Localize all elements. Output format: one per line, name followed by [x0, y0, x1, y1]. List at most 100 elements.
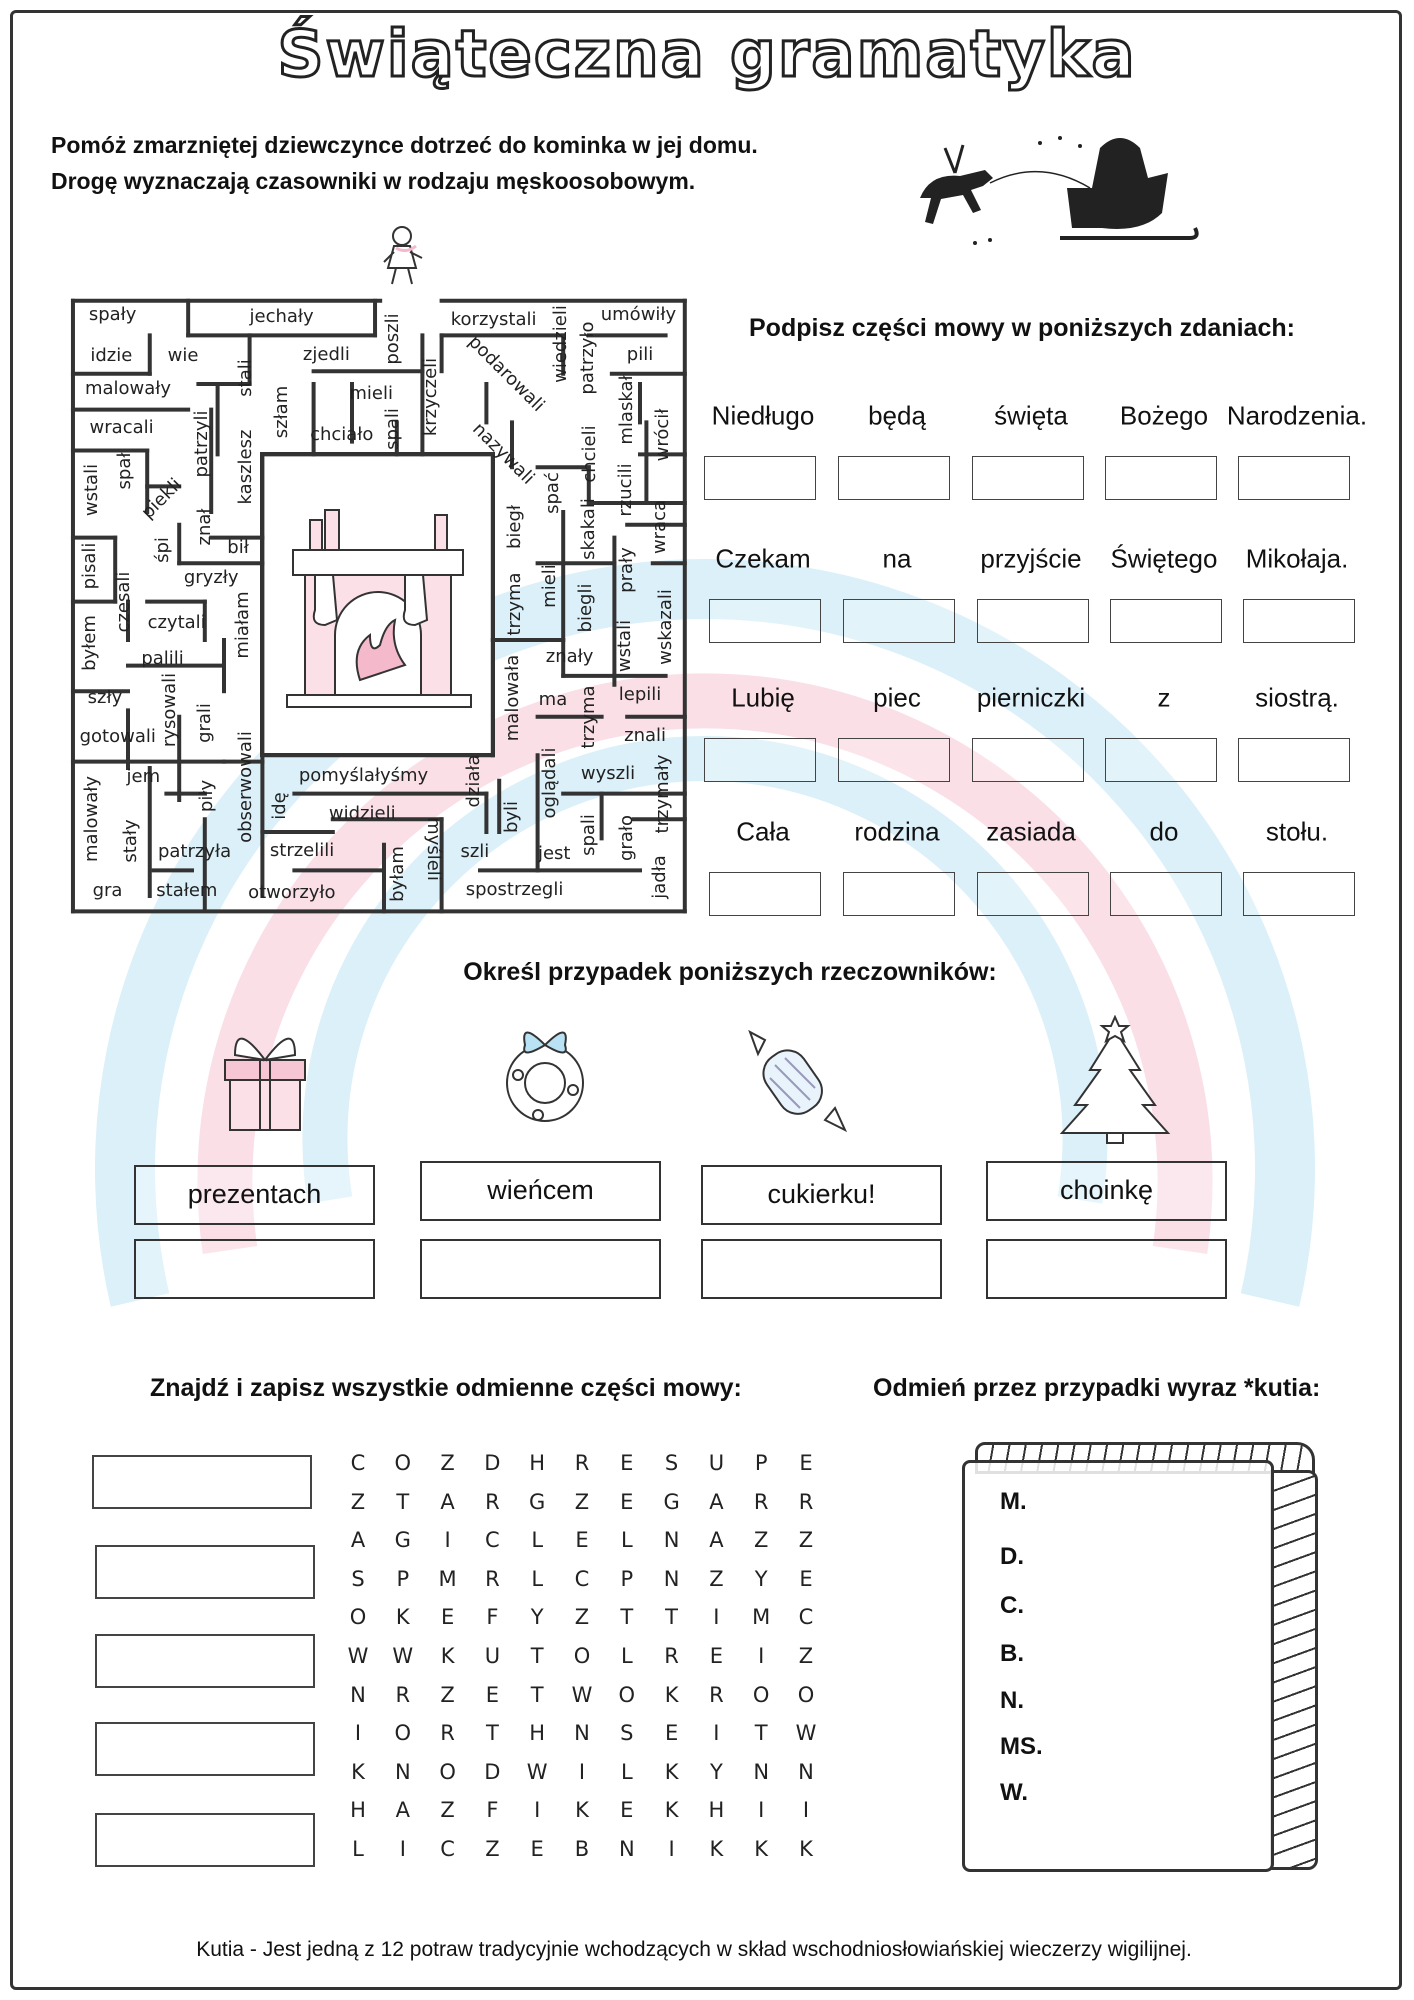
grid-letter[interactable]: P	[754, 1451, 768, 1475]
grid-letter[interactable]: I	[713, 1605, 720, 1630]
grid-letter[interactable]: O	[439, 1759, 456, 1784]
part-of-speech-input[interactable]	[709, 872, 821, 916]
answer-box-1[interactable]	[92, 1455, 312, 1509]
grid-letter[interactable]: O	[752, 1682, 770, 1707]
grid-letter[interactable]: R	[485, 1489, 500, 1514]
grid-letter[interactable]: T	[530, 1682, 544, 1707]
grid-letter[interactable]: Y	[530, 1605, 544, 1630]
grid-letter[interactable]: M	[752, 1605, 771, 1630]
grid-letter[interactable]: E	[799, 1566, 813, 1591]
grid-letter[interactable]: N	[394, 1759, 411, 1784]
grid-letter[interactable]: I	[399, 1837, 406, 1861]
grid-letter[interactable]: O	[797, 1682, 815, 1707]
grid-letter[interactable]: E	[620, 1451, 634, 1475]
grid-letter[interactable]: D	[484, 1759, 501, 1784]
case-input[interactable]	[134, 1239, 375, 1299]
part-of-speech-input[interactable]	[709, 599, 821, 643]
answer-box-5[interactable]	[95, 1813, 315, 1867]
grid-letter[interactable]: R	[664, 1644, 679, 1668]
grid-letter[interactable]: K	[440, 1644, 455, 1668]
grid-letter[interactable]: K	[395, 1605, 410, 1630]
grid-letter[interactable]: N	[798, 1759, 814, 1784]
grid-letter[interactable]: R	[753, 1489, 769, 1514]
grid-letter[interactable]: Z	[440, 1451, 455, 1475]
grid-letter[interactable]: P	[396, 1566, 410, 1591]
grid-letter[interactable]: C	[350, 1451, 366, 1475]
grid-letter[interactable]: P	[620, 1566, 634, 1591]
grid-letter[interactable]: R	[485, 1566, 500, 1591]
part-of-speech-input[interactable]	[972, 738, 1084, 782]
grid-letter[interactable]: N	[350, 1682, 366, 1707]
grid-letter[interactable]: I	[758, 1644, 765, 1668]
answer-box-2[interactable]	[95, 1545, 315, 1599]
grid-letter[interactable]: H	[529, 1721, 546, 1746]
grid-letter[interactable]: T	[485, 1721, 499, 1746]
grid-letter[interactable]: O	[394, 1451, 412, 1475]
grid-letter[interactable]: O	[573, 1644, 591, 1668]
part-of-speech-input[interactable]	[704, 738, 816, 782]
part-of-speech-input[interactable]	[977, 872, 1089, 916]
part-of-speech-input[interactable]	[1105, 738, 1217, 782]
grid-letter[interactable]: I	[713, 1721, 720, 1746]
grid-letter[interactable]: M	[438, 1566, 457, 1591]
grid-letter[interactable]: L	[531, 1528, 544, 1553]
grid-letter[interactable]: O	[349, 1605, 367, 1630]
grid-letter[interactable]: T	[530, 1644, 544, 1668]
grid-letter[interactable]: A	[350, 1528, 366, 1553]
grid-letter[interactable]: K	[575, 1798, 589, 1823]
grid-letter[interactable]: K	[664, 1759, 679, 1784]
grid-letter[interactable]: H	[529, 1451, 546, 1475]
grid-letter[interactable]: K	[664, 1798, 679, 1823]
grid-letter[interactable]: U	[484, 1644, 501, 1668]
grid-letter[interactable]: F	[486, 1605, 499, 1630]
part-of-speech-input[interactable]	[1110, 599, 1222, 643]
grid-letter[interactable]: Y	[709, 1759, 723, 1784]
grid-letter[interactable]: C	[574, 1566, 590, 1591]
grid-letter[interactable]: N	[663, 1528, 680, 1553]
grid-letter[interactable]: T	[396, 1489, 410, 1514]
grid-letter[interactable]: I	[802, 1798, 810, 1823]
grid-letter[interactable]: I	[758, 1798, 765, 1823]
grid-letter[interactable]: N	[618, 1837, 635, 1861]
part-of-speech-input[interactable]	[1243, 599, 1355, 643]
part-of-speech-input[interactable]	[1243, 872, 1355, 916]
grid-letter[interactable]: C	[798, 1605, 814, 1630]
grid-letter[interactable]: A	[709, 1528, 724, 1553]
grid-letter[interactable]: E	[620, 1798, 634, 1823]
part-of-speech-input[interactable]	[1110, 872, 1222, 916]
grid-letter[interactable]: E	[709, 1644, 724, 1668]
grid-letter[interactable]: E	[485, 1682, 500, 1707]
grid-letter[interactable]: R	[709, 1682, 724, 1707]
case-input[interactable]	[701, 1239, 942, 1299]
grid-letter[interactable]: N	[574, 1721, 590, 1746]
grid-letter[interactable]: K	[754, 1837, 769, 1861]
grid-letter[interactable]: S	[351, 1566, 365, 1591]
grid-letter[interactable]: K	[664, 1682, 679, 1707]
grid-letter[interactable]: O	[618, 1682, 636, 1707]
grid-letter[interactable]: I	[668, 1837, 675, 1861]
grid-letter[interactable]: E	[799, 1451, 813, 1475]
grid-letter[interactable]: I	[578, 1759, 586, 1784]
part-of-speech-input[interactable]	[1105, 456, 1217, 500]
grid-letter[interactable]: Z	[440, 1682, 455, 1707]
grid-letter[interactable]: I	[534, 1798, 541, 1823]
grid-letter[interactable]: W	[347, 1644, 369, 1668]
grid-letter[interactable]: U	[708, 1451, 725, 1475]
grid-letter[interactable]: N	[663, 1566, 680, 1591]
case-input[interactable]	[986, 1239, 1227, 1299]
grid-letter[interactable]: I	[444, 1528, 451, 1553]
part-of-speech-input[interactable]	[843, 872, 955, 916]
grid-letter[interactable]: R	[798, 1489, 814, 1514]
grid-letter[interactable]: Z	[798, 1644, 814, 1668]
grid-letter[interactable]: R	[395, 1682, 411, 1707]
grid-letter[interactable]: T	[754, 1721, 768, 1746]
grid-letter[interactable]: T	[665, 1605, 678, 1630]
grid-letter[interactable]: S	[664, 1451, 679, 1475]
grid-letter[interactable]: K	[351, 1759, 365, 1784]
grid-letter[interactable]: O	[394, 1721, 412, 1746]
grid-letter[interactable]: E	[530, 1837, 544, 1861]
grid-letter[interactable]: Z	[485, 1837, 500, 1861]
grid-letter[interactable]: C	[440, 1837, 455, 1861]
grid-letter[interactable]: Z	[574, 1605, 590, 1630]
grid-letter[interactable]: R	[440, 1721, 455, 1746]
